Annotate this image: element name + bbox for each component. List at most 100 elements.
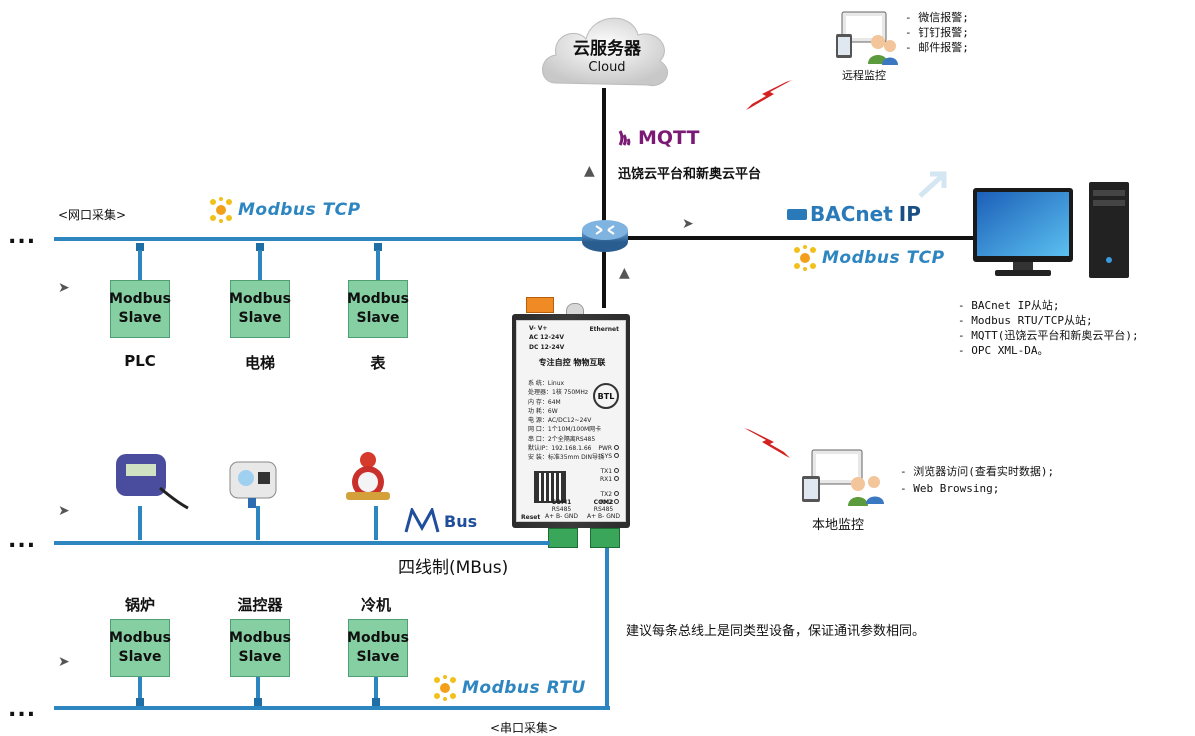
bus-drop-line — [256, 677, 260, 703]
modbus-rtu-logo: Modbus RTU — [432, 675, 586, 701]
slave-caption-thermostat: 温控器 — [237, 596, 283, 614]
bus-node — [256, 243, 264, 251]
cloud-icon — [542, 17, 668, 87]
bus-drop-line — [374, 506, 378, 540]
bus-node — [372, 698, 380, 706]
com1-rs485: RS485 — [551, 506, 572, 514]
bus-drop-line — [138, 250, 142, 280]
router-pc-line — [624, 236, 974, 240]
serial-bus-ellipsis: ... — [8, 697, 37, 722]
local-monitor-label: 本地监控 — [812, 518, 865, 533]
slave-line1: Modbus — [347, 291, 409, 308]
mbus-icon — [404, 508, 440, 533]
feature-mqtt: - MQTT(迅饶云平台和新奥云平台); — [958, 329, 1139, 342]
mbus-bus-line — [54, 541, 550, 545]
slave-line1: Modbus — [109, 630, 171, 647]
slave-line1: Modbus — [347, 630, 409, 647]
led-pwr: PWR — [598, 445, 619, 453]
com2-title: COM2 — [593, 499, 614, 506]
water-meter-icon — [116, 454, 189, 510]
led-sys: SYS — [598, 452, 619, 461]
alarm-dingtalk: - 钉钉报警; — [905, 26, 969, 39]
right-arrow-icon: ➤ — [58, 503, 70, 519]
feature-opc: - OPC XML-DA。 — [958, 344, 1049, 357]
led-label: SYS — [600, 452, 613, 460]
bus-drop-line — [138, 506, 142, 540]
spec-line: 电 源：AC/DC12~24V — [528, 417, 592, 425]
modbus-slave-thermostat: Modbus Slave — [229, 619, 291, 677]
bus-drop-line — [374, 677, 378, 703]
modbus-rtu-label: Modbus RTU — [462, 678, 586, 698]
bus-node — [136, 243, 144, 251]
led-rx2: RX2 — [598, 498, 619, 507]
modbus-slave-elevator: Modbus Slave — [229, 280, 291, 338]
bacnet-label: BACnet — [810, 202, 893, 226]
remote-monitor-label: 远程监控 — [842, 69, 886, 82]
remote-alarm-list: - 微信报警; - 钉钉报警; - 邮件报警; — [905, 10, 969, 55]
com1-terminal-icon — [548, 528, 578, 548]
slave-line2: Slave — [238, 649, 282, 665]
bus-node — [374, 243, 382, 251]
modbus-tcp-logo-left: Modbus TCP — [208, 197, 361, 223]
spec-line: 内 存：64M — [528, 398, 561, 406]
spec-line: 安 装：标准35mm DIN导轨 — [528, 454, 605, 462]
gateway-slogan: 专注自控 物物互联 — [538, 358, 606, 367]
led-label: PWR — [598, 445, 613, 452]
serial-bus-line — [54, 706, 610, 710]
slave-caption-chiller: 冷机 — [360, 596, 391, 614]
slave-line1: Modbus — [229, 630, 291, 647]
mqtt-platform-label: 迅饶云平台和新奥云平台 — [618, 167, 762, 182]
modbus-tcp-label: Modbus TCP — [822, 248, 945, 268]
modbus-slave-boiler: Modbus Slave — [109, 619, 171, 677]
mbus-bus-ellipsis: ... — [8, 528, 37, 553]
com1-label: COM1 RS485 A+ B- GND — [545, 499, 578, 521]
led-label: RX2 — [599, 498, 613, 506]
gateway-face-panel: V- V+ AC 12-24V DC 12-24V Ethernet 专注自控 … — [516, 320, 626, 522]
ashrae-icon — [787, 208, 807, 220]
bacnet-ip-label: IP — [898, 202, 921, 226]
bus-node — [254, 698, 262, 706]
qr-code-icon — [534, 471, 566, 503]
slave-line2: Slave — [118, 649, 162, 665]
slave-line2: Slave — [356, 649, 400, 665]
power-dc-label: DC 12-24V — [529, 343, 565, 351]
bus-drop-line — [258, 250, 262, 280]
spec-line: 默认IP：192.168.1.66 — [528, 445, 592, 453]
bus-drop-line — [138, 677, 142, 703]
slave-line2: Slave — [118, 310, 162, 326]
led-panel: PWR SYS TX1 RX1 TX2 RX2 — [598, 445, 619, 507]
slave-caption-elevator: 电梯 — [244, 354, 275, 372]
cloud-subtitle: Cloud — [588, 60, 626, 75]
local-browser-access: - 浏览器访问(查看实时数据); — [900, 465, 1055, 478]
led-tx1: TX1 — [598, 468, 619, 476]
remote-monitor-icon — [836, 11, 898, 65]
modbus-slave-chiller: Modbus Slave — [347, 619, 409, 677]
spec-line: 网 口：1个10M/100M网卡 — [528, 426, 602, 434]
com2-pins: A+ B- GND — [587, 513, 620, 521]
mqtt-label: MQTT — [638, 127, 700, 149]
right-arrow-icon: ➤ — [58, 654, 70, 670]
modbus-slave-plc: Modbus Slave — [109, 280, 171, 338]
modbus-icon — [434, 675, 456, 701]
wireless-lightning-icon — [744, 428, 790, 458]
router-icon — [582, 220, 628, 252]
led-label: TX2 — [600, 491, 613, 499]
power-label: V- V+ AC 12-24V DC 12-24V — [529, 324, 564, 352]
right-arrow-icon: ➤ — [682, 216, 694, 232]
power-pins-label: V- V+ — [529, 325, 548, 332]
red-water-meter-icon — [346, 452, 390, 500]
power-terminal-icon — [526, 297, 554, 313]
bus-drop-line — [256, 506, 260, 540]
power-ac-label: AC 12-24V — [529, 334, 564, 342]
bus-drop-line — [376, 250, 380, 280]
local-web-browsing: - Web Browsing; — [900, 482, 1000, 495]
slave-line1: Modbus — [229, 291, 291, 308]
network-bus-line — [54, 237, 584, 241]
mqtt-logo: MQTT — [618, 127, 699, 149]
alarm-email: - 邮件报警; — [905, 41, 969, 54]
feature-modbus: - Modbus RTU/TCP从站; — [958, 314, 1093, 327]
pc-icon — [973, 182, 1129, 278]
ethernet-label: Ethernet — [589, 326, 619, 333]
com2-rs485: RS485 — [593, 506, 614, 514]
modbus-icon — [794, 245, 816, 271]
